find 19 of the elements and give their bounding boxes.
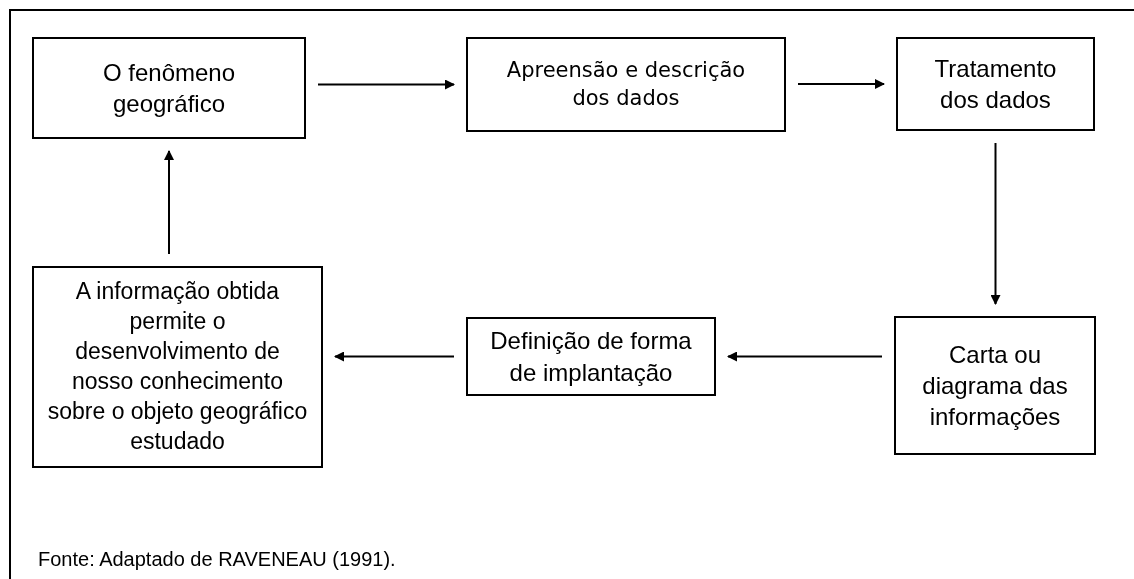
arrow [990,142,1001,305]
arrow [727,351,883,362]
arrow [164,150,174,255]
box-text: Definição de forma de implantação [489,326,693,388]
box-text: O fenômeno geográfico [101,57,237,119]
source-caption: Fonte: Adaptado de RAVENEAU (1991). [38,548,396,571]
box-text: Carta ou diagrama das informações [921,339,1069,433]
process-box [32,266,323,468]
process-box [894,316,1096,455]
box-text: Apreensão e descrição dos dados [505,57,747,112]
arrow [334,351,455,362]
arrow [797,79,885,89]
process-box [466,37,786,132]
box-text: Tratamento dos dados [933,53,1058,115]
process-box [32,37,306,139]
process-box [896,37,1095,131]
arrow [317,79,455,90]
box-text: A informação obtida permite o desenvolvimento de nosso conhecimento sobre o objeto geográfico estudado [46,277,309,456]
process-box [466,317,716,396]
